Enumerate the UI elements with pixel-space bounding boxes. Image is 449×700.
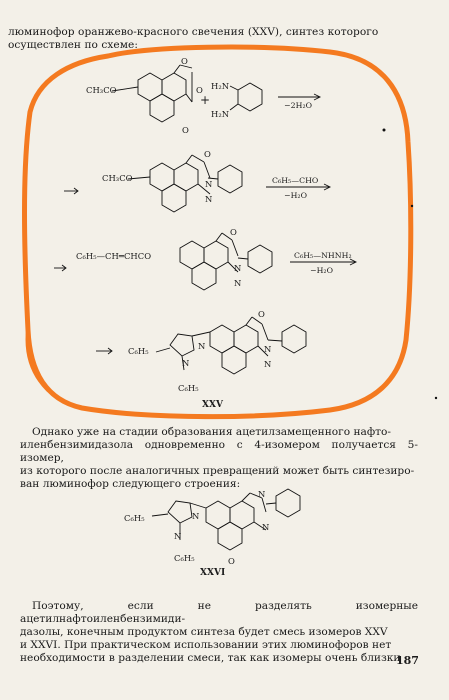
- step2-nitrogen-2: N: [205, 194, 213, 204]
- step4-phenyl-top: C₆H₅: [128, 346, 149, 356]
- step3-condition: −H₂O: [310, 266, 334, 275]
- step1-oxygen-ring: O: [196, 85, 203, 95]
- step1-oxygen-bottom: O: [182, 125, 189, 135]
- benzimidazole-structure-1: [127, 154, 243, 213]
- step4-nitrogen-a: N: [198, 341, 206, 351]
- xxvi-oxygen: O: [228, 556, 235, 566]
- step3-reagent: C₆H₅—NHNH₂: [294, 251, 352, 260]
- paragraph-2-line: иленбензимидазола одновременно с 4-изоме…: [20, 439, 418, 464]
- xxvi-structure: [151, 488, 301, 551]
- xxvi-phenyl-top: C₆H₅: [124, 513, 145, 523]
- step1-condition: −2H₂O: [284, 101, 313, 110]
- compound-label-xxvi: XXVI: [200, 568, 226, 578]
- step2-substituent: CH₃CO: [102, 173, 133, 183]
- step1-oxygen-top: O: [181, 56, 188, 66]
- xxv-structure: [155, 316, 307, 375]
- step3-nitrogen-1: N: [234, 263, 242, 273]
- paragraph-3-line: дазолы, конечным продуктом синтеза будет…: [20, 626, 388, 638]
- step1-substituent: CH₃CO: [86, 85, 117, 95]
- paragraph-2-line: ван люминофор следующего строения:: [20, 478, 241, 490]
- anhydride-structure: [111, 64, 193, 123]
- xxvi-nitrogen-b: N: [174, 531, 182, 541]
- paragraph-3: Поэтому, если не разделять изомерные аце…: [20, 600, 418, 665]
- step2-condition: −H₂O: [284, 191, 308, 200]
- paragraph-2: Однако уже на стадии образования ацетилз…: [20, 426, 418, 491]
- intro-line-1: люминофор оранжево-красного свечения (XX…: [8, 26, 379, 38]
- benzimidazole-structure-2: [179, 232, 273, 291]
- intro-line-2: осуществлен по схеме:: [8, 39, 138, 51]
- xxvi-nitrogen-d: N: [262, 522, 270, 532]
- step2-oxygen: O: [204, 149, 211, 159]
- step2-nitrogen-1: N: [205, 179, 213, 189]
- step4-nitrogen-d: N: [264, 359, 272, 369]
- compound-label-xxv: XXV: [202, 400, 223, 410]
- step3-oxygen: O: [230, 227, 237, 237]
- step4-oxygen: O: [258, 309, 265, 319]
- step4-nitrogen-b: N: [182, 358, 190, 368]
- step4-nitrogen-c: N: [264, 344, 272, 354]
- xxvi-nitrogen-a: N: [192, 511, 200, 521]
- page-number: 187: [396, 654, 419, 667]
- plus-sign: +: [200, 93, 211, 107]
- xxvi-nitrogen-c: N: [258, 489, 266, 499]
- step2-reagent: C₆H₅—CHO: [272, 176, 319, 185]
- paragraph-3-line: Поэтому, если не разделять изомерные аце…: [20, 600, 418, 625]
- step4-phenyl-bottom: C₆H₅: [178, 383, 199, 393]
- phenylenediamine-ring: [237, 82, 263, 112]
- orange-annotation-loop: [22, 44, 414, 420]
- step3-nitrogen-2: N: [234, 278, 242, 288]
- paragraph-3-line: и XXVI. При практическом использовании э…: [20, 639, 392, 651]
- paragraph-2-line: Однако уже на стадии образования ацетилз…: [32, 426, 391, 438]
- amine-top: H₂N: [211, 81, 230, 91]
- paragraph-3-line: необходимости в разделении смеси, так ка…: [20, 652, 401, 664]
- xxvi-phenyl-bottom: C₆H₅: [174, 553, 195, 563]
- paragraph-2-line: из которого после аналогичных превращени…: [20, 465, 415, 477]
- amine-bottom: H₂N: [211, 109, 230, 119]
- step3-substituent: C₆H₅—CH═CHCO: [76, 251, 152, 261]
